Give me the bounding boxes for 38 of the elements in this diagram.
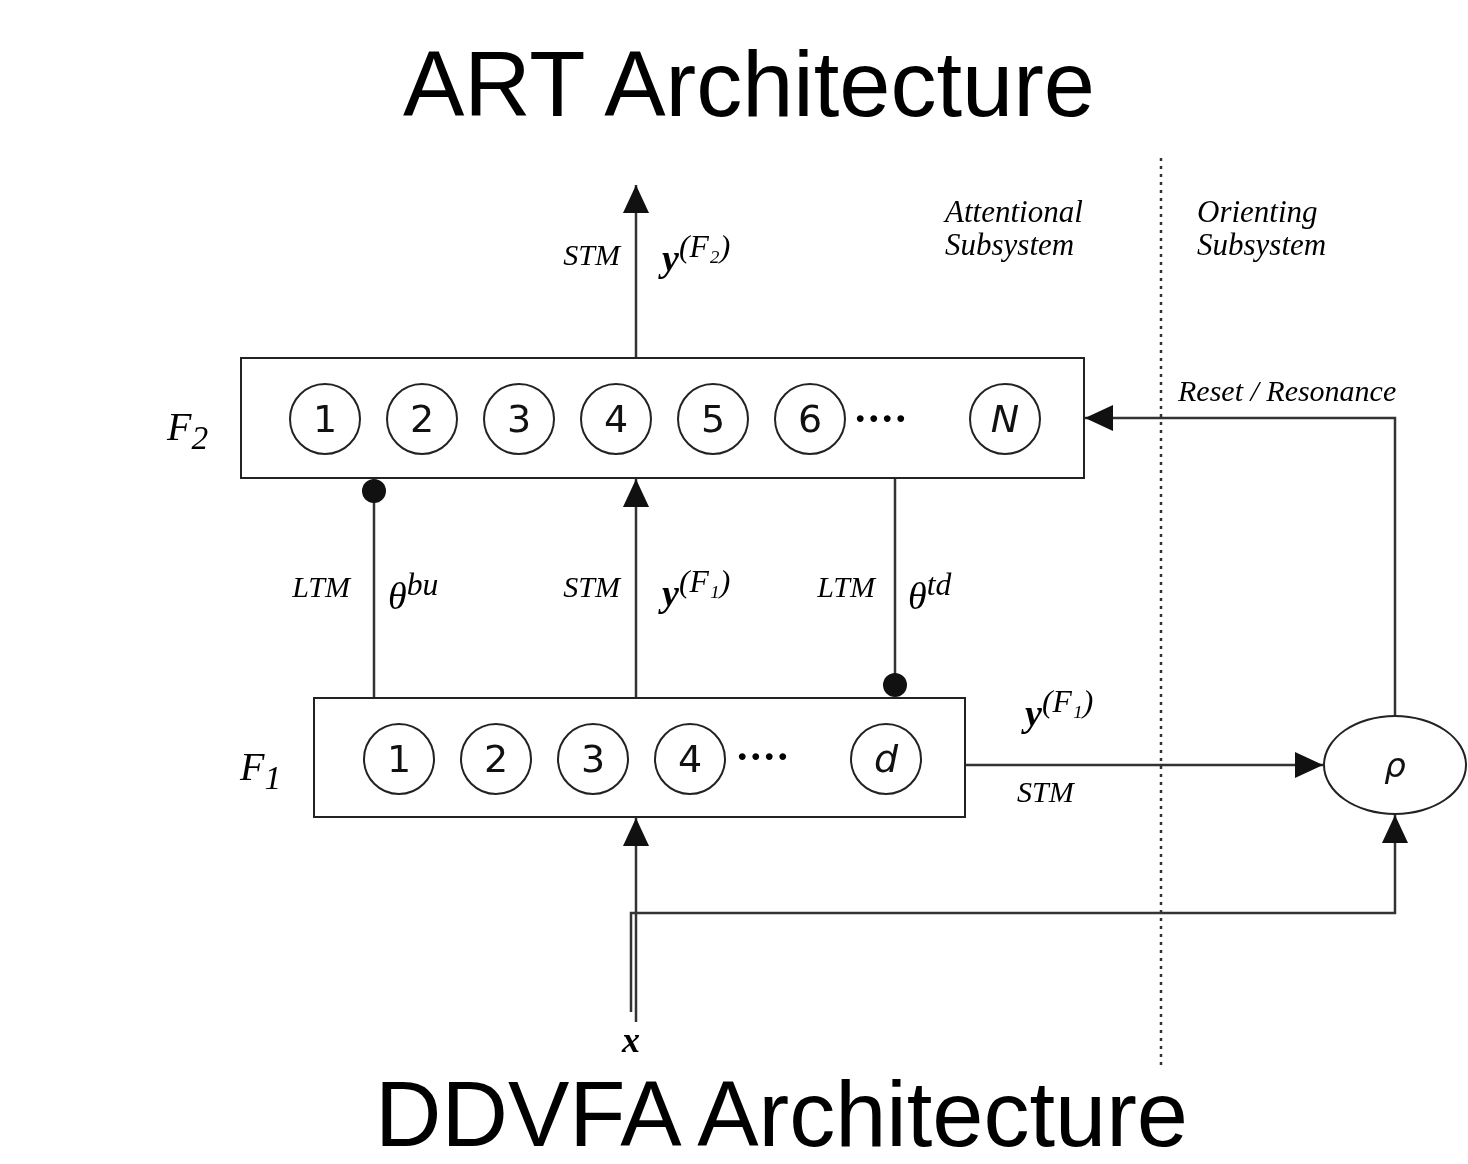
neuron-circle: 4 (654, 723, 726, 795)
vigilance-ellipse: ρ (1323, 715, 1467, 815)
math-label: θ$^{bu}$ (388, 568, 439, 617)
neuron-circle: 6 (774, 383, 846, 455)
arrow (623, 479, 649, 697)
math-label: θ$^{td}$ (908, 568, 952, 617)
arrow (1085, 405, 1397, 715)
neuron-circle: 3 (483, 383, 555, 455)
subsystem-label: Attentional Subsystem (945, 196, 1084, 262)
caption: DDVFA Architecture (375, 1068, 1188, 1160)
edge-label: LTM (291, 572, 350, 602)
edge-label: LTM (816, 572, 875, 602)
neuron-circle: 2 (386, 383, 458, 455)
arrow (623, 185, 649, 357)
connector-line (362, 479, 386, 697)
arrow (629, 815, 1408, 1012)
ellipsis-dots: .... (737, 724, 791, 769)
neuron-circle: d (850, 723, 922, 795)
arrow (966, 752, 1323, 778)
layer-label: F$_{2}$ (167, 403, 209, 457)
subsystem-label: Orienting Subsystem (1197, 196, 1328, 262)
layer-label: F$_{1}$ (240, 743, 282, 797)
neuron-circle: N (969, 383, 1041, 455)
neuron-circle: 1 (289, 383, 361, 455)
edge-label: STM (562, 572, 620, 602)
input-variable: x (622, 1022, 640, 1058)
neuron-circle: 4 (580, 383, 652, 455)
arrow (623, 818, 649, 1022)
neuron-circle: 3 (557, 723, 629, 795)
edge-label: Reset / Resonance (1178, 376, 1397, 406)
ellipsis-dots: .... (855, 386, 909, 431)
edge-label: STM (562, 240, 620, 270)
neuron-circle: 5 (677, 383, 749, 455)
connector-line (883, 479, 907, 697)
edge-label: STM (1017, 777, 1074, 807)
neuron-circle: 2 (460, 723, 532, 795)
neuron-circle: 1 (363, 723, 435, 795)
title: ART Architecture (403, 38, 1096, 130)
